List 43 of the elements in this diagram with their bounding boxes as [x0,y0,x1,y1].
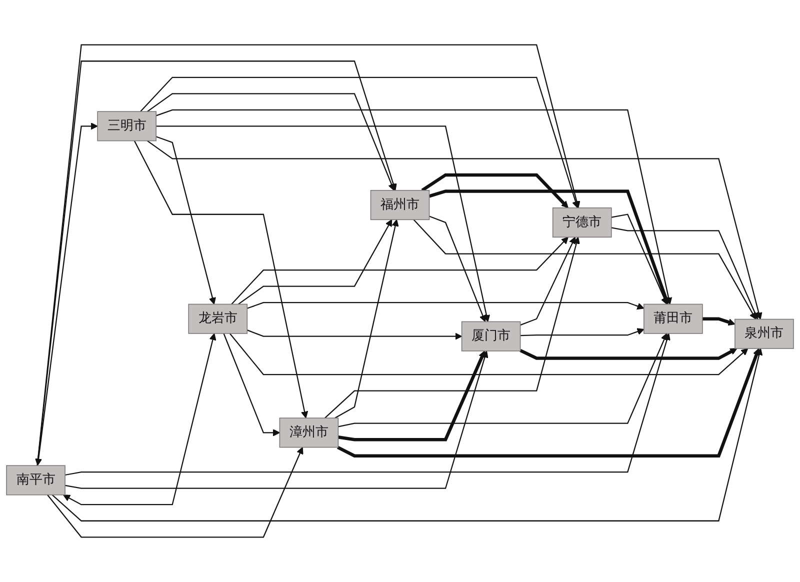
arrow [246,302,644,310]
arrow [146,93,395,191]
arrow [34,122,98,466]
arrow [134,140,308,418]
arrow [229,333,748,376]
arrow [520,348,738,360]
arrow [611,214,668,305]
arrow [338,333,668,428]
node-box: 福州市 [370,190,430,220]
node-box: 漳州市 [279,418,339,448]
arrow [146,140,762,320]
node-box: 南平市 [6,465,66,496]
arrow [47,446,304,538]
arrow [156,136,216,305]
arrow [520,236,576,326]
arrow [413,219,756,320]
arrow [231,236,568,305]
arrow [421,173,568,208]
node-box: 泉州市 [734,318,794,349]
arrow [520,328,644,336]
node-box: 宁德市 [552,207,612,238]
arrow [238,219,392,305]
node-box: 厦门市 [461,321,521,352]
arrow [611,227,758,320]
arrow [702,317,736,326]
arrow [338,350,486,442]
arrow [246,330,462,340]
arrow [156,109,672,305]
arrow [336,348,760,458]
arrow [429,216,486,322]
arrow [52,348,763,522]
arrow [140,76,579,208]
node-box: 三明市 [97,111,156,142]
arrow [156,126,490,322]
arrow [64,333,670,476]
arrow [63,333,216,506]
node-box: 龙岩市 [188,304,248,334]
arrow [428,190,670,305]
arrow [223,333,280,436]
node-box: 莆田市 [644,304,703,334]
arrow [324,236,580,418]
arrow [334,219,399,419]
arrow [64,350,488,489]
